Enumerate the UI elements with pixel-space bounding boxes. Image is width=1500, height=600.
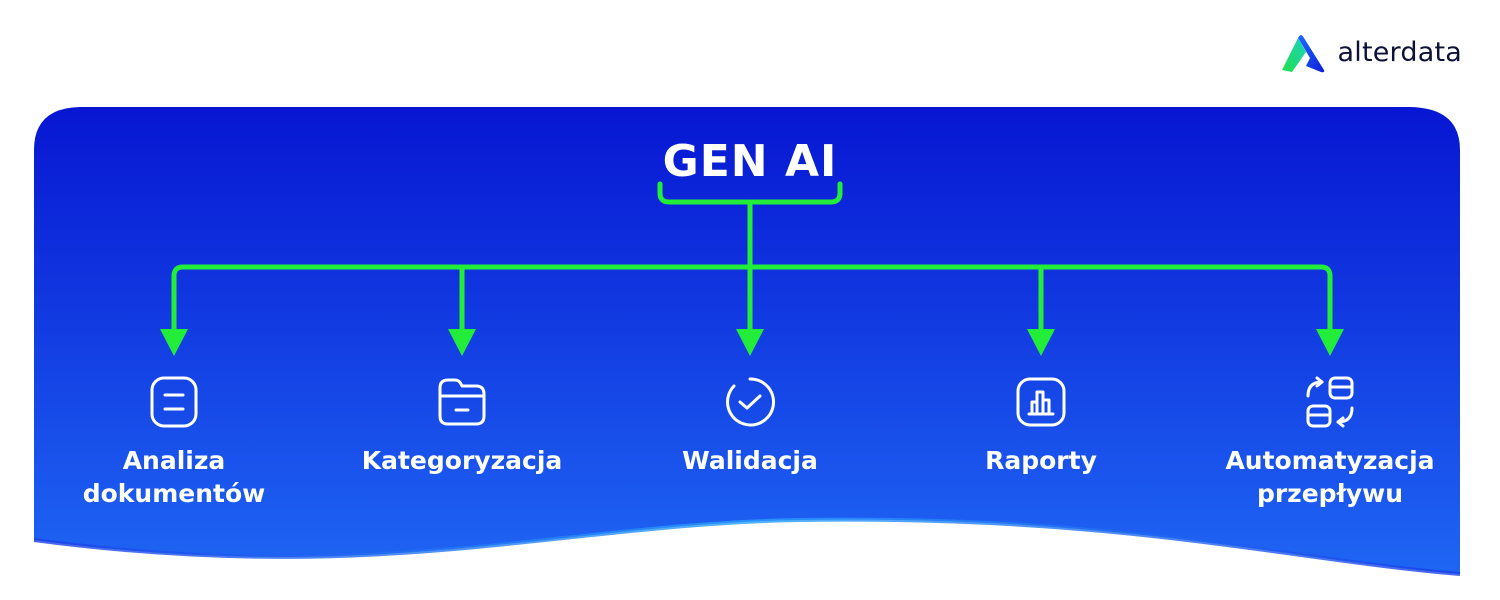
arrow-heads <box>160 329 1344 356</box>
connector-lines <box>171 181 1333 333</box>
arrow-head-1 <box>160 329 188 356</box>
node-label-3: Walidacja <box>682 446 818 475</box>
document-icon <box>150 376 198 428</box>
node-label-1: Analiza dokumentów <box>82 446 266 508</box>
node-categorization: Kategoryzacja <box>332 374 592 477</box>
arrow-head-5 <box>1316 329 1344 356</box>
node-label-2: Kategoryzacja <box>361 446 563 475</box>
arrow-head-2 <box>448 329 476 356</box>
brand-logo: alterdata <box>1280 30 1463 74</box>
node-label-4: Raporty <box>985 446 1097 475</box>
node-label-5: Automatyzacja przepływu <box>1225 446 1435 508</box>
node-validation: Walidacja <box>620 374 880 477</box>
arrow-head-4 <box>1027 329 1055 356</box>
bar-chart-icon <box>1016 377 1066 427</box>
diagram-title: GEN AI <box>662 136 838 187</box>
panel-wave-edge <box>33 517 1461 576</box>
brand-name: alterdata <box>1337 36 1462 68</box>
workflow-icon <box>1306 376 1354 428</box>
node-document-analysis: Analiza dokumentów <box>44 374 304 510</box>
check-circle-icon <box>726 377 776 427</box>
node-reports: Raporty <box>911 374 1171 477</box>
alterdata-logo-icon <box>1281 35 1324 73</box>
folder-icon <box>438 378 486 426</box>
node-workflow-automation: Automatyzacja przepływu <box>1200 374 1460 510</box>
arrow-head-3 <box>736 329 764 356</box>
